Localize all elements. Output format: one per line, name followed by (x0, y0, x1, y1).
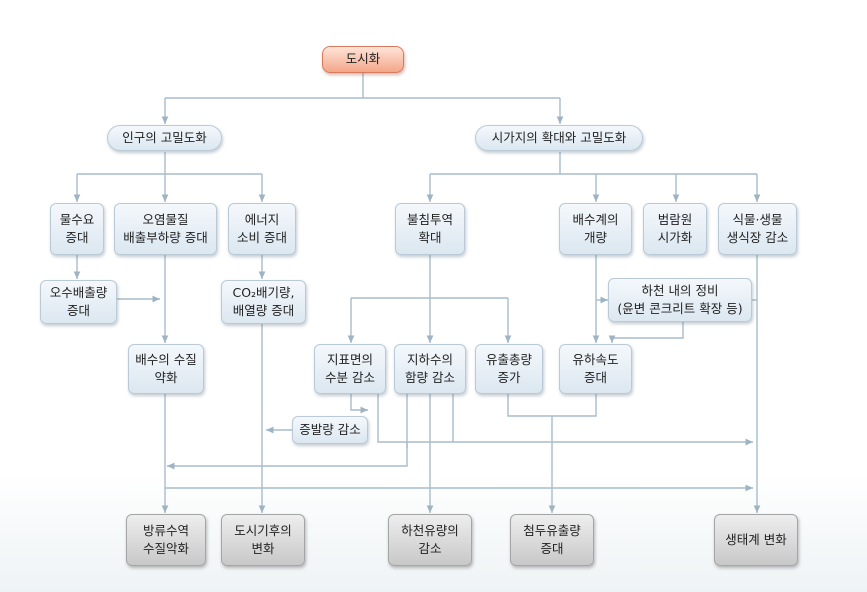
node-drainage-water-quality: 배수의 수질 약화 (128, 344, 204, 394)
node-water-demand: 물수요 증대 (50, 203, 104, 255)
node-urban-area-expansion: 시가지의 확대와 고밀도화 (475, 125, 643, 151)
node-sewage-discharge: 오수배출량 증대 (40, 280, 117, 324)
node-biota-habitat: 식물·생물 생식장 감소 (718, 203, 797, 255)
node-co2-emission: CO₂배기량, 배열량 증대 (221, 280, 306, 324)
node-surface-moisture: 지표면의 수분 감소 (314, 344, 386, 394)
node-evaporation: 증발량 감소 (292, 416, 368, 444)
node-drainage-improvement: 배수계의 개량 (559, 203, 632, 255)
edge-soil-bus-eco (377, 393, 753, 446)
node-pollutant-load: 오염물질 배출부하량 증대 (114, 203, 217, 255)
node-flow-velocity: 유하속도 증대 (559, 344, 632, 394)
edge-soil-evap (350, 393, 368, 414)
node-floodplain-urbanization: 범람원 시가화 (643, 203, 707, 255)
edge-river-flow (608, 321, 684, 343)
node-impervious-area: 불침투역 확대 (395, 203, 465, 255)
node-total-runoff: 유출총량 증가 (475, 344, 543, 394)
node-outcome-river-flow: 하천유량의 감소 (388, 514, 472, 566)
node-population-density: 인구의 고밀도화 (107, 125, 222, 151)
node-energy-consumption: 에너지 소비 증대 (228, 203, 296, 255)
node-outcome-urban-climate: 도시기후의 변화 (221, 514, 305, 566)
node-groundwater: 지하수의 함량 감소 (394, 344, 466, 394)
node-outcome-water-quality: 방류수역 수질악화 (126, 514, 206, 566)
edge-gw-drainq (167, 393, 408, 470)
node-outcome-ecosystem: 생태계 변화 (714, 514, 798, 566)
node-urbanization: 도시화 (322, 46, 404, 73)
edge-runoff-flow-merge (507, 393, 597, 417)
node-outcome-peak-runoff: 첨두유출량 증대 (510, 514, 594, 566)
node-river-maintenance: 하천 내의 정비 (윤변 콘크리트 확장 등) (608, 278, 752, 322)
